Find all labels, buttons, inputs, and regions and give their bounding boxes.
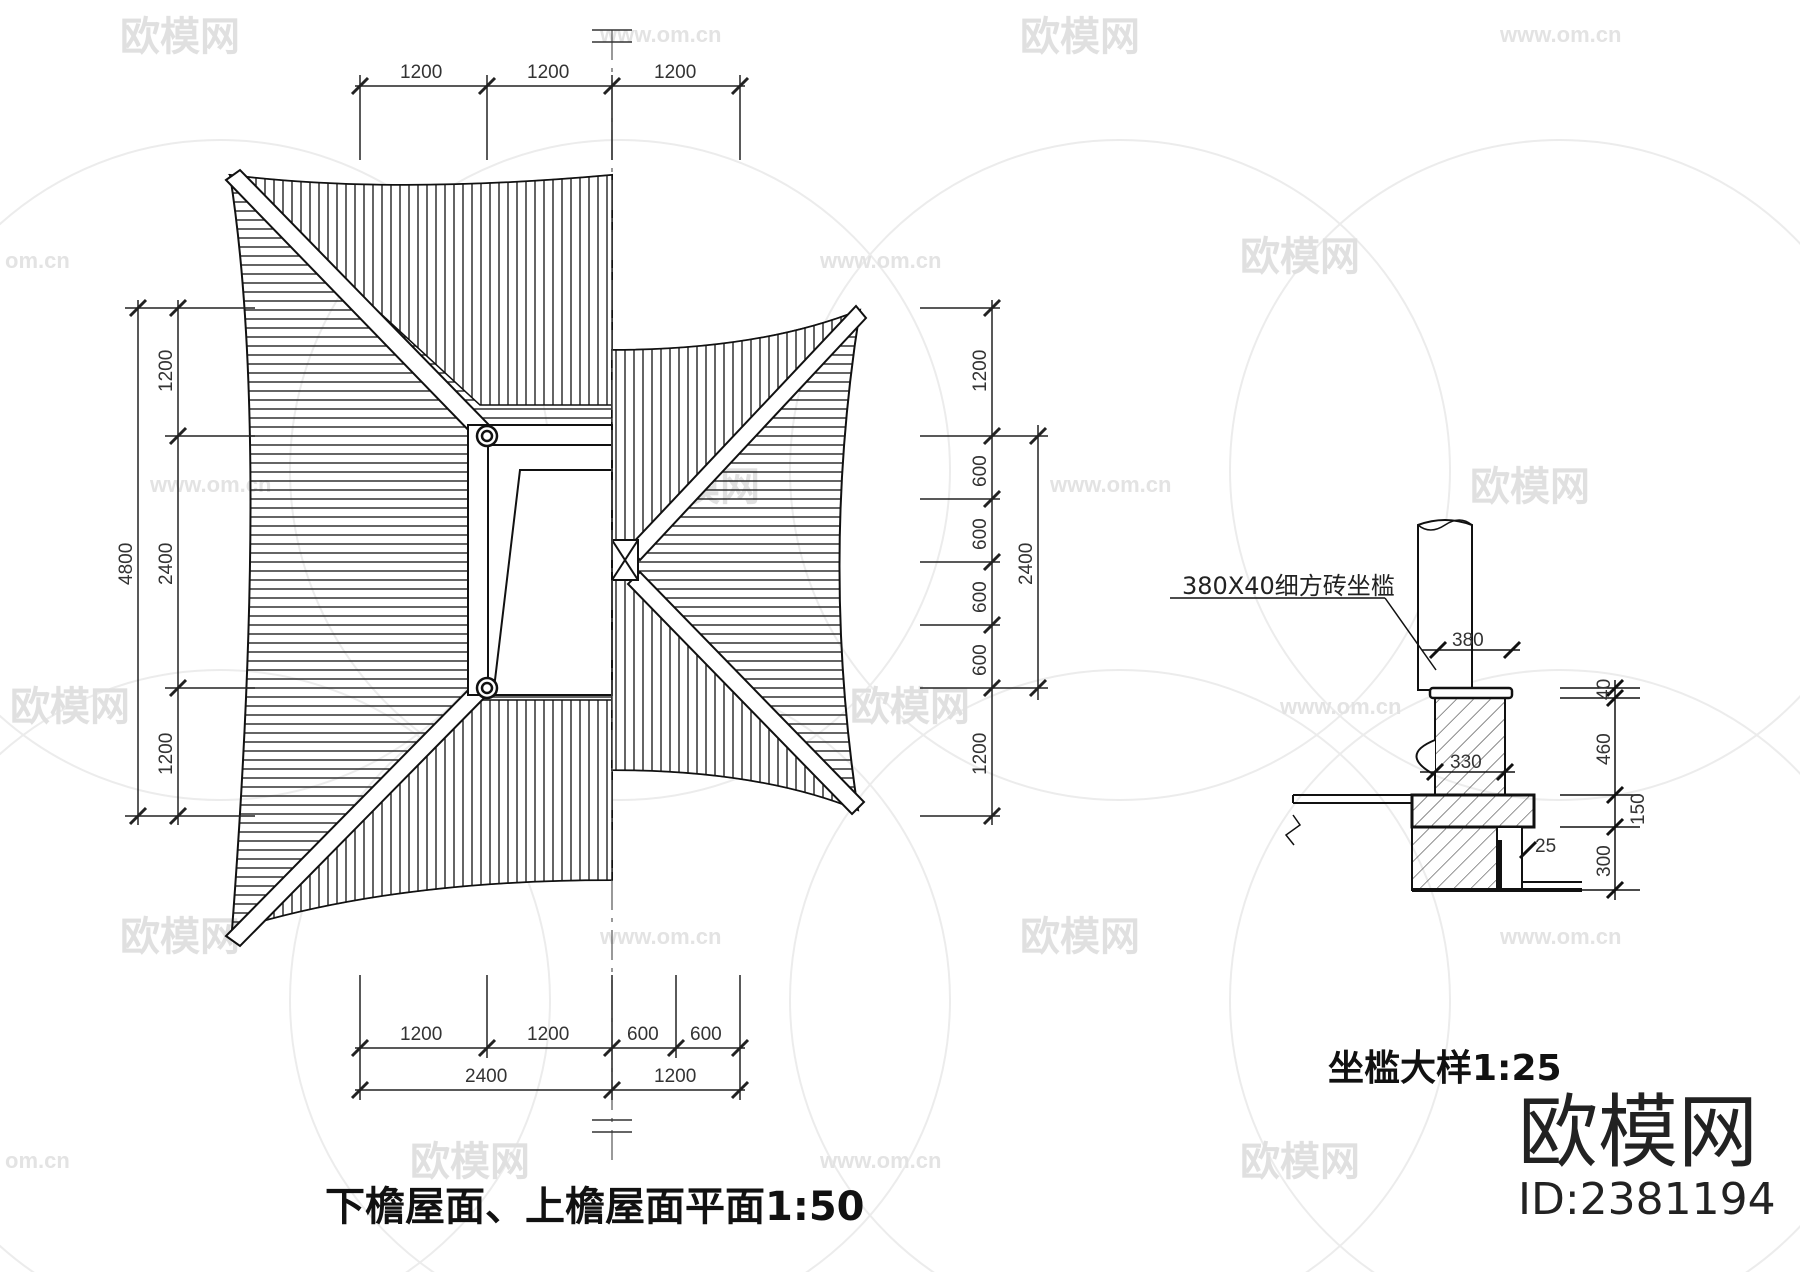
brand-watermark: 欧模网 ID:2381194 [1518,1086,1776,1225]
dim-detail-330: 330 [1450,752,1482,773]
watermark-url: www.om.cn [1049,472,1171,497]
detail-labels: 380X40细方砖坐槛 380 330 25 40 460 150 300 坐槛… [1182,572,1649,1089]
dim-left-1: 1200 [156,350,177,392]
watermark-logo: 欧模网 [1020,914,1140,960]
center-marks [592,29,632,1133]
dim-left-total: 4800 [116,543,137,585]
watermark-logo: 欧模网 [1020,14,1140,60]
watermark-url: om.cn [5,1148,70,1173]
dim-right-6: 1200 [970,733,991,775]
watermark-logo: 欧模网 [410,1139,530,1185]
watermark-logo: 欧模网 [1240,234,1360,280]
dim-left-3: 1200 [156,733,177,775]
dim-right-4: 600 [970,581,991,613]
dim-bottom-3: 600 [627,1024,659,1045]
roof-plan [224,29,868,1160]
lower-eave-roof [227,173,613,932]
watermark-logo: 欧模网 [850,684,970,730]
watermark-logo: 欧模网 [120,914,240,960]
detail-note: 380X40细方砖坐槛 [1182,572,1395,600]
watermark-url: om.cn [5,248,70,273]
columns [475,424,499,700]
watermark-url: www.om.cn [1499,924,1621,949]
watermark-url: www.om.cn [1499,22,1621,47]
upper-eave-roof [611,308,862,812]
dim-top-1: 1200 [400,62,442,83]
dim-top-3: 1200 [654,62,696,83]
dim-detail-150: 150 [1628,793,1649,825]
watermark-url: www.om.cn [599,924,721,949]
dim-right-3: 600 [970,518,991,550]
brand-id: ID:2381194 [1518,1174,1776,1225]
dim-detail-460: 460 [1594,733,1615,765]
plan-dimensions [125,75,1048,1100]
central-frame [467,424,639,696]
plan-title: 下檐屋面、上檐屋面平面1:50 [325,1184,865,1230]
detail-title: 坐槛大样1:25 [1328,1048,1562,1089]
watermark-url: www.om.cn [599,22,721,47]
brand-name: 欧模网 [1518,1086,1758,1179]
watermark-url: www.om.cn [819,248,941,273]
watermark-logo: 欧模网 [120,14,240,60]
dim-detail-380: 380 [1452,630,1484,651]
seat-detail [1170,519,1640,900]
watermark-logo: 欧模网 [1240,1139,1360,1185]
dim-detail-25: 25 [1535,836,1556,857]
dim-bottom-1: 1200 [400,1024,442,1045]
dim-right-2: 600 [970,455,991,487]
dim-right-1: 1200 [970,350,991,392]
dim-bottom-2: 1200 [527,1024,569,1045]
dim-bottom-total-2: 1200 [654,1066,696,1087]
dim-top-2: 1200 [527,62,569,83]
dim-right-total: 2400 [1016,543,1037,585]
dim-detail-40: 40 [1594,679,1615,700]
dim-right-5: 600 [970,644,991,676]
dim-bottom-4: 600 [690,1024,722,1045]
dim-detail-300: 300 [1594,845,1615,877]
watermark-url: www.om.cn [819,1148,941,1173]
dim-bottom-total-1: 2400 [465,1066,507,1087]
watermark-url: www.om.cn [1279,694,1401,719]
watermark-logo: 欧模网 [10,684,130,730]
hip-ridges [224,168,868,948]
watermark-logo: 欧模网 [1470,464,1590,510]
plan-dimension-labels: 1200 1200 1200 1200 1200 600 600 2400 12… [116,62,1037,1087]
dim-left-2: 2400 [156,543,177,585]
